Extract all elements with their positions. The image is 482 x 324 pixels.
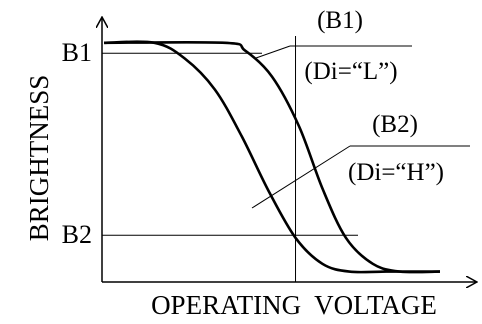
y-axis-title: BRIGHTNESS — [24, 75, 54, 242]
x-axis-title: OPERATING VOLTAGE — [151, 290, 437, 320]
curve-b1 — [103, 40, 441, 274]
b2-condition-label: (Di=“H”) — [348, 159, 444, 186]
b1-condition-label: (Di=“L”) — [304, 58, 397, 85]
b1-series-label: (B1) — [317, 7, 363, 34]
b2-leader-line — [251, 145, 351, 209]
b1-tick-label: B1 — [62, 38, 92, 67]
b2-tick-label: B2 — [62, 220, 92, 249]
curve-b2 — [103, 40, 440, 274]
b1-leader-line — [255, 45, 291, 59]
b2-series-label: (B2) — [372, 111, 418, 138]
